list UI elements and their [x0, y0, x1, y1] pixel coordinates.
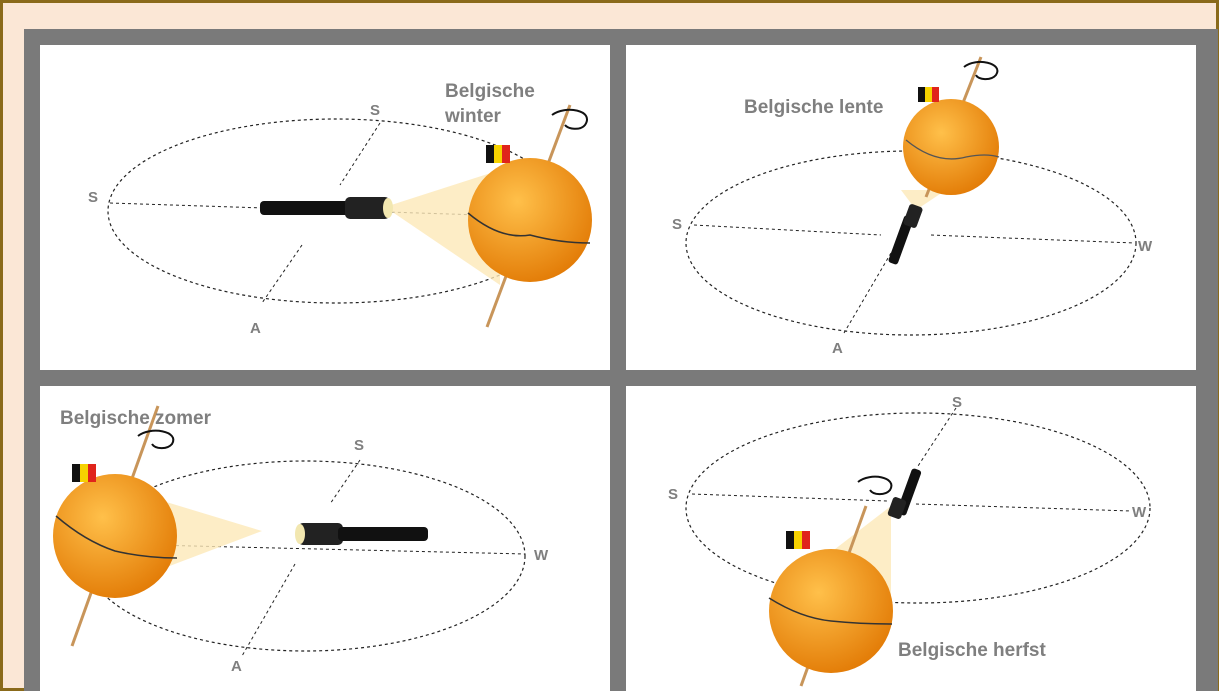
panel-zomer: Belgische zomer S W A	[40, 386, 610, 691]
flashlight-icon	[295, 523, 428, 545]
light-beam	[385, 170, 500, 285]
direction-label: S	[952, 394, 962, 411]
direction-label: W	[1132, 504, 1147, 521]
panel-winter: Belgische winter S S A	[40, 45, 610, 370]
belgian-flag-icon	[786, 531, 810, 549]
orange-globe-icon	[467, 158, 592, 282]
orange-globe-icon	[903, 99, 1000, 195]
direction-label: A	[231, 658, 242, 675]
panel-title-line2: winter	[444, 106, 502, 127]
orbit-ellipse	[685, 407, 1151, 604]
direction-label: A	[250, 320, 261, 337]
rotation-arrow-icon	[551, 108, 588, 130]
orbit-ellipse	[685, 150, 1137, 336]
panel-title-line1: Belgische	[445, 81, 535, 102]
belgian-flag-icon	[72, 464, 96, 482]
direction-label: S	[354, 437, 364, 454]
panel-lente: Belgische lente S W A	[626, 45, 1196, 370]
belgian-flag-icon	[918, 87, 939, 102]
panel-title: Belgische zomer	[60, 408, 212, 429]
rotation-arrow-icon	[137, 429, 175, 450]
direction-label: S	[88, 189, 98, 206]
direction-label: S	[672, 216, 682, 233]
direction-label: S	[668, 486, 678, 503]
direction-label: A	[832, 340, 843, 357]
direction-label: W	[1138, 238, 1153, 255]
flashlight-icon	[888, 204, 923, 265]
orange-globe-icon	[53, 474, 178, 598]
flashlight-icon	[887, 468, 922, 519]
rotation-arrow-icon	[857, 475, 893, 496]
rotation-arrow-icon	[963, 60, 999, 81]
orange-globe-icon	[768, 549, 893, 673]
panel-herfst: Belgische herfst S S W	[626, 386, 1196, 691]
direction-label: W	[534, 547, 549, 564]
direction-label: S	[370, 102, 380, 119]
orbit-ellipse	[84, 459, 526, 657]
panel-title: Belgische lente	[744, 97, 883, 118]
flashlight-icon	[260, 197, 393, 219]
belgian-flag-icon	[486, 145, 510, 163]
panel-title: Belgische herfst	[898, 640, 1046, 661]
